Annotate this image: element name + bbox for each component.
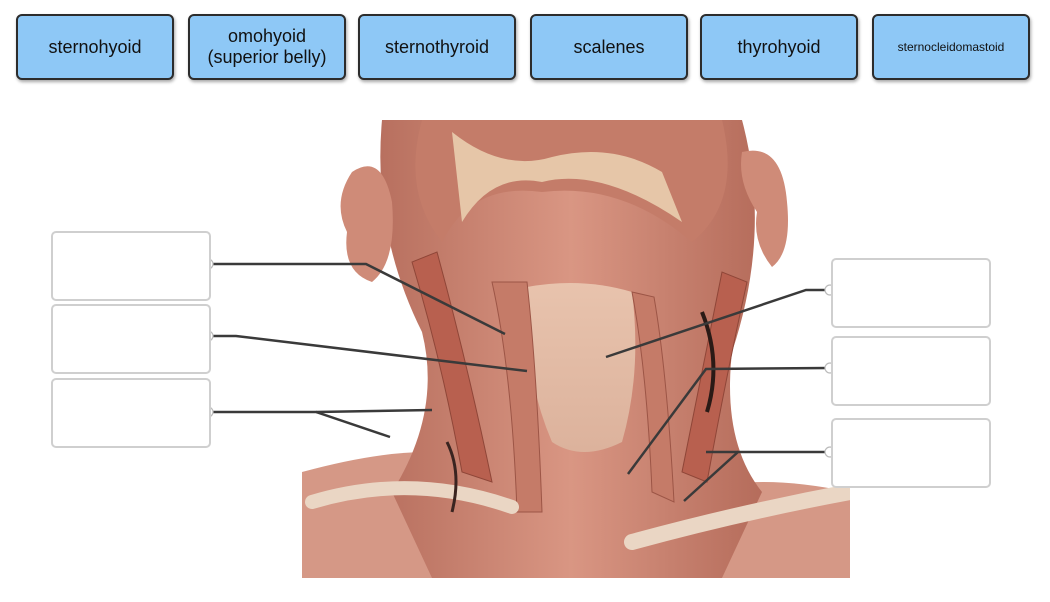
neck-dissection-image — [302, 112, 850, 578]
term-thyrohyoid[interactable]: thyrohyoid — [700, 14, 858, 80]
drop-target-left-2[interactable] — [51, 304, 211, 374]
drop-target-left-3[interactable] — [51, 378, 211, 448]
term-bank: sternohyoid omohyoid (superior belly) st… — [16, 14, 1036, 82]
drop-target-right-3[interactable] — [831, 418, 991, 488]
term-sternohyoid[interactable]: sternohyoid — [16, 14, 174, 80]
drop-target-left-1[interactable] — [51, 231, 211, 301]
term-omohyoid-superior-belly[interactable]: omohyoid (superior belly) — [188, 14, 346, 80]
term-scalenes[interactable]: scalenes — [530, 14, 688, 80]
drop-target-right-2[interactable] — [831, 336, 991, 406]
term-sternocleidomastoid[interactable]: sternocleidomastoid — [872, 14, 1030, 80]
drop-target-right-1[interactable] — [831, 258, 991, 328]
term-sternothyroid[interactable]: sternothyroid — [358, 14, 516, 80]
